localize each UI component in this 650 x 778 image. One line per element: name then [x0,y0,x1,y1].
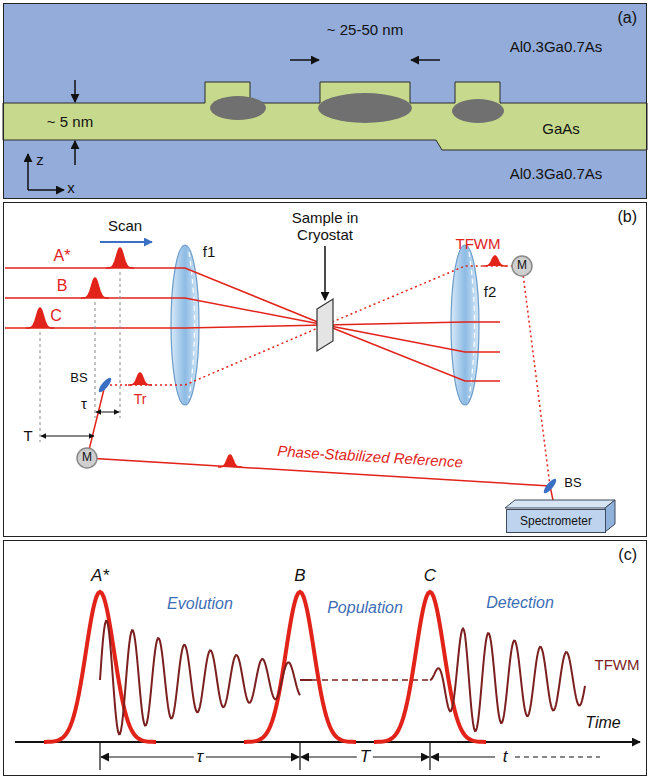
quantum-dot [210,96,266,120]
interval-label: t [500,748,511,767]
axis-label: x [67,180,75,197]
delay-guide [95,302,96,418]
layer-band: Al0.3Ga0.7As [506,36,607,57]
tick [299,742,300,770]
spectrometer-top [505,500,615,508]
panel-frame: (a)Al0.3Ga0.7AsGaAsAl0.3Ga0.7As [3,3,647,199]
lens-highlight [189,252,195,398]
layer-band: Al0.3Ga0.7As [506,163,607,184]
lens-highlight [469,252,475,398]
axis-arrow [27,154,29,190]
signal-trace [100,621,300,734]
component-label: BS [564,476,581,490]
quantum-dot [318,93,412,123]
pulse-label: A* [54,247,71,265]
laser-beam [5,322,500,328]
dimension-arrow [290,59,319,61]
signal-beam [105,266,512,385]
node-text: Spectrometer [520,514,592,528]
pulse-label: B [294,567,305,586]
axis-arrow [28,189,64,191]
laser-beam [5,298,500,352]
period-label: Evolution [167,595,233,613]
laser-pulse [218,455,242,467]
pulse-label: Tr [134,392,147,407]
mirror-label: M [517,259,527,272]
sample [317,299,333,351]
reference-beam [87,385,553,500]
dimension-arrow [74,141,76,165]
axis-label: Time [585,714,620,732]
tick [99,742,100,770]
layer-band: GaAs [538,118,584,139]
time-axis [15,741,640,743]
laser-beam [5,268,500,381]
node-text: Al0.3Ga0.7As [510,165,603,182]
pointer-arrow [324,246,326,300]
beam-splitter [97,376,113,394]
node-text: (a) [617,9,637,27]
laser-pulse [483,256,507,266]
signal-trace [430,629,585,732]
pulse-label: B [57,277,68,295]
interval-label: T [357,748,373,767]
delay-arrow [41,436,94,437]
delay-guide [40,332,41,442]
delay-label: τ [81,396,87,413]
node-text: Al0.3Ga0.7As [510,38,603,55]
component-label: BS [70,371,87,385]
node-text: GaAs [542,120,580,137]
dimension-label: ~ 5 nm [47,114,93,131]
laser-pulse [128,373,152,385]
dimension-label: ~ 25-50 nm [327,22,403,39]
spectrometer-side [605,500,615,532]
algaas-barrier [3,3,647,199]
pulse-label: A* [91,567,109,586]
sample-label: Sample in Cryostat [275,210,375,243]
panel-frame: (b) Spectrometer [3,202,647,537]
laser-pulse [81,278,109,298]
tick [429,742,430,770]
delay-guide [120,272,121,418]
node-text: (b) [617,208,637,226]
signal-trace [300,679,312,681]
signal-label: TFWM [456,236,501,253]
scan-arrow [100,241,152,243]
axis-label: z [36,152,44,169]
node-text: (c) [618,546,637,564]
generated-curves [26,248,585,742]
interval-arrow [431,756,495,757]
beam-splitter [542,477,558,495]
signal-beam [522,266,550,486]
pulse-label: C [50,307,62,325]
delay-label: T [23,428,32,445]
mirror [77,448,97,468]
interval-dashed [515,756,600,757]
mirror-label: M [82,451,92,464]
dimension-arrow [74,80,76,102]
quantum-dot [452,99,504,123]
period-label: Detection [486,594,554,612]
laser-pulse [26,308,54,328]
pulse-label: C [424,567,436,586]
dimension-arrow [411,59,440,61]
beam-label: Phase-Stabilized Reference [277,443,464,471]
laser-pulse [106,248,134,268]
period-label: Population [327,599,403,617]
scan-label: Scan [108,218,142,235]
gaas-well [3,82,647,150]
spectrometer-box: Spectrometer [506,509,606,533]
mirror [512,256,532,276]
interval-label: τ [194,748,206,767]
signal-label: TFWM [595,657,640,674]
lens-label: f1 [203,244,216,261]
delay-arrow [96,412,119,413]
lens-label: f2 [484,284,497,301]
